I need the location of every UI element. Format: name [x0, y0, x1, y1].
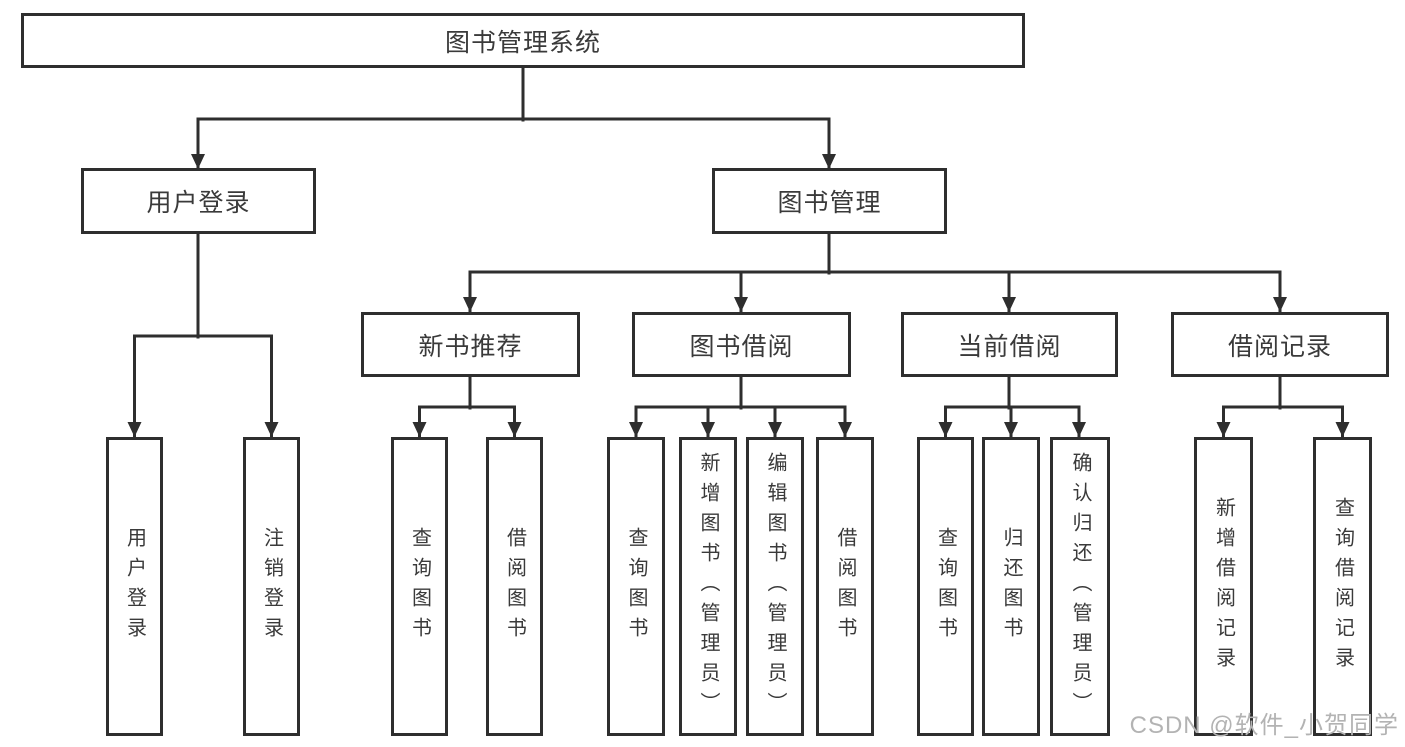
- node-book-borrow: 图书借阅: [632, 312, 851, 377]
- leaf-query-books-3: 查询图书: [917, 437, 974, 736]
- node-label: 用户登录: [123, 526, 146, 647]
- leaf-user-login: 用户登录: [106, 437, 163, 736]
- leaf-borrow-books-1: 借阅图书: [486, 437, 543, 736]
- node-label: 查询借阅记录: [1331, 496, 1354, 677]
- node-label: 归还图书: [1000, 526, 1022, 647]
- node-label: 新增借阅记录: [1212, 496, 1235, 677]
- leaf-query-borrow-record: 查询借阅记录: [1313, 437, 1372, 736]
- node-label: 用户登录: [146, 189, 251, 217]
- leaf-borrow-books-2: 借阅图书: [816, 437, 874, 736]
- node-label: 新增图书（管理员）: [697, 451, 719, 722]
- leaf-return-books: 归还图书: [982, 437, 1040, 736]
- node-label: 编辑图书（管理员）: [764, 451, 786, 722]
- node-book-management: 图书管理: [712, 168, 947, 234]
- node-label: 图书管理: [777, 189, 882, 217]
- leaf-edit-book-admin: 编辑图书（管理员）: [746, 437, 804, 736]
- leaf-query-books-2: 查询图书: [607, 437, 665, 736]
- csdn-watermark: CSDN @软件_小贺同学: [1129, 712, 1399, 739]
- node-user-login: 用户登录: [81, 168, 316, 234]
- leaf-confirm-return-admin: 确认归还（管理员）: [1050, 437, 1110, 736]
- node-label: 借阅记录: [1227, 332, 1332, 361]
- leaf-add-borrow-record: 新增借阅记录: [1194, 437, 1253, 736]
- leaf-logout: 注销登录: [243, 437, 300, 736]
- node-label: 借阅图书: [834, 526, 856, 647]
- node-label: 确认归还（管理员）: [1069, 451, 1091, 722]
- node-label: 查询图书: [625, 526, 647, 647]
- leaf-add-book-admin: 新增图书（管理员）: [679, 437, 737, 736]
- node-borrow-records: 借阅记录: [1171, 312, 1389, 377]
- node-label: 查询图书: [408, 526, 431, 647]
- node-label: 新书推荐: [418, 332, 523, 361]
- node-new-book-recommend: 新书推荐: [361, 312, 580, 377]
- node-label: 当前借阅: [957, 332, 1062, 361]
- node-current-borrow: 当前借阅: [901, 312, 1118, 377]
- node-label: 图书借阅: [689, 332, 794, 361]
- node-label: 图书管理系统: [444, 28, 601, 57]
- leaf-query-books-1: 查询图书: [391, 437, 448, 736]
- node-label: 查询图书: [934, 526, 957, 647]
- node-label: 借阅图书: [503, 526, 526, 647]
- node-library-system: 图书管理系统: [21, 13, 1025, 68]
- node-label: 注销登录: [260, 526, 283, 647]
